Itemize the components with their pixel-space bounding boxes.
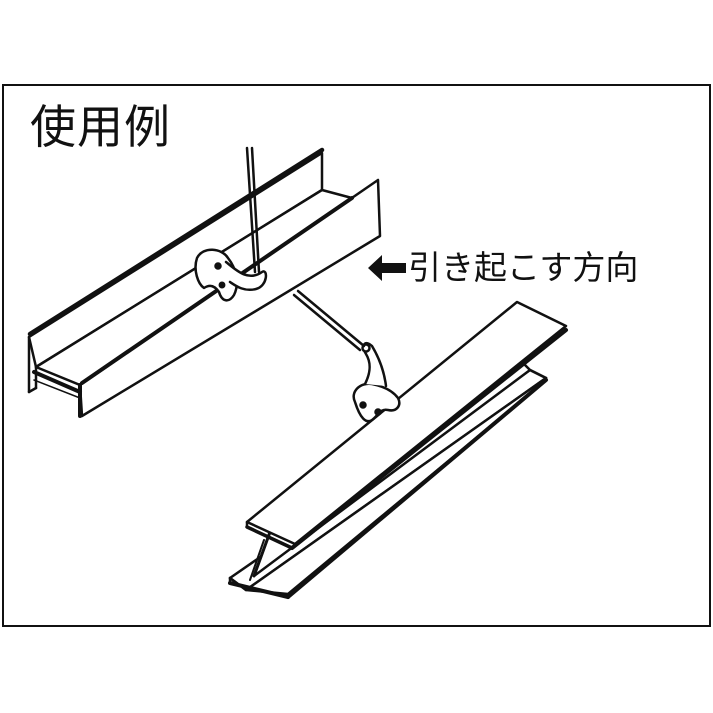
lifting-rod-right	[292, 289, 366, 352]
lifting-rod-left	[245, 146, 261, 274]
h-beam-upright	[228, 300, 568, 599]
left-arrow-icon	[368, 254, 406, 281]
clamp-right	[352, 342, 401, 423]
clamp-left	[194, 248, 268, 302]
direction-label: 引き起こす方向	[408, 248, 639, 287]
figure-title: 使用例	[30, 100, 171, 154]
direction-caption: 引き起こす方向	[368, 251, 638, 284]
